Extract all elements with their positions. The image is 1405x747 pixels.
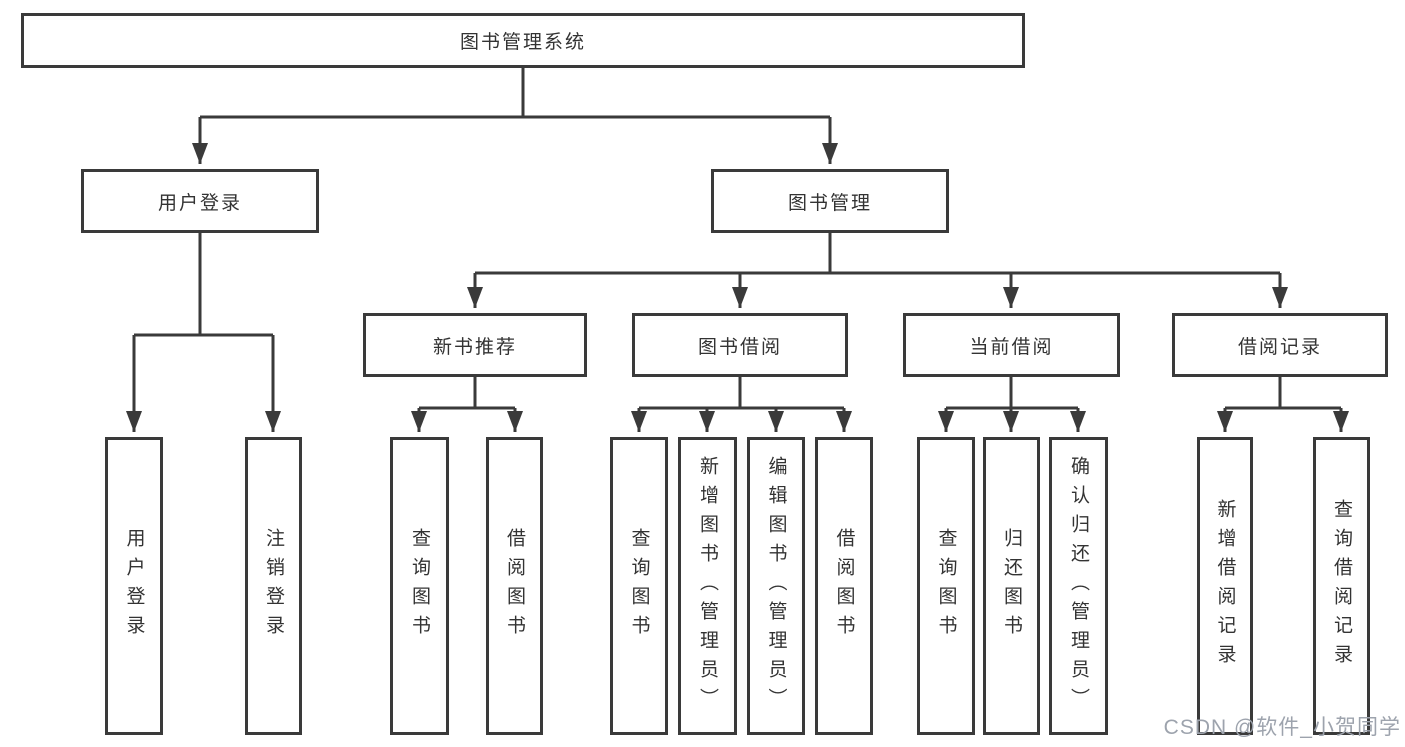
leaf-logout-label: 注销登录 <box>263 528 284 644</box>
leaf-add-borrow-record: 新增借阅记录 <box>1197 437 1253 735</box>
leaf-add-books-admin-label: 新增图书（管理员） <box>697 455 718 717</box>
leaf-return-books: 归还图书 <box>983 437 1040 735</box>
leaf-borrow-books-recommend-label: 借阅图书 <box>504 528 525 644</box>
leaf-confirm-return-admin-label: 确认归还（管理员） <box>1068 455 1089 717</box>
leaf-add-borrow-record-label: 新增借阅记录 <box>1214 499 1236 673</box>
leaf-query-borrow-record: 查询借阅记录 <box>1313 437 1370 735</box>
leaf-borrow-books-recommend: 借阅图书 <box>486 437 543 735</box>
node-borrowing-records-label: 借阅记录 <box>1237 336 1322 358</box>
node-root-system: 图书管理系统 <box>21 13 1025 68</box>
leaf-query-books-borrowing: 查询图书 <box>610 437 668 735</box>
node-user-login-label: 用户登录 <box>157 192 242 214</box>
leaf-logout: 注销登录 <box>245 437 302 735</box>
node-root-label: 图书管理系统 <box>459 32 586 53</box>
node-book-borrowing: 图书借阅 <box>632 313 848 377</box>
node-new-book-recommend-label: 新书推荐 <box>432 336 517 358</box>
node-book-management-label: 图书管理 <box>787 192 872 214</box>
leaf-confirm-return-admin: 确认归还（管理员） <box>1049 437 1108 735</box>
leaf-add-books-admin: 新增图书（管理员） <box>678 437 737 735</box>
leaf-user-login: 用户登录 <box>105 437 163 735</box>
leaf-borrow-books-label: 借阅图书 <box>833 528 855 644</box>
leaf-edit-books-admin: 编辑图书（管理员） <box>747 437 805 735</box>
node-new-book-recommend: 新书推荐 <box>363 313 587 377</box>
leaf-query-books-recommend-label: 查询图书 <box>409 528 430 644</box>
leaf-query-books-borrowing-label: 查询图书 <box>628 528 650 644</box>
node-book-borrowing-label: 图书借阅 <box>697 336 782 358</box>
node-user-login: 用户登录 <box>81 169 319 233</box>
leaf-borrow-books: 借阅图书 <box>815 437 873 735</box>
node-book-management: 图书管理 <box>711 169 949 233</box>
node-current-borrowing-label: 当前借阅 <box>969 336 1054 358</box>
leaf-return-books-label: 归还图书 <box>1001 528 1022 644</box>
node-borrowing-records: 借阅记录 <box>1172 313 1388 377</box>
leaf-query-books-current-label: 查询图书 <box>935 528 957 644</box>
leaf-query-books-recommend: 查询图书 <box>390 437 449 735</box>
leaf-query-books-current: 查询图书 <box>917 437 975 735</box>
leaf-user-login-label: 用户登录 <box>123 528 145 644</box>
leaf-edit-books-admin-label: 编辑图书（管理员） <box>765 455 787 717</box>
csdn-watermark: CSDN @软件_小贺同学 <box>1163 716 1401 739</box>
node-current-borrowing: 当前借阅 <box>903 313 1120 377</box>
leaf-query-borrow-record-label: 查询借阅记录 <box>1331 499 1352 673</box>
